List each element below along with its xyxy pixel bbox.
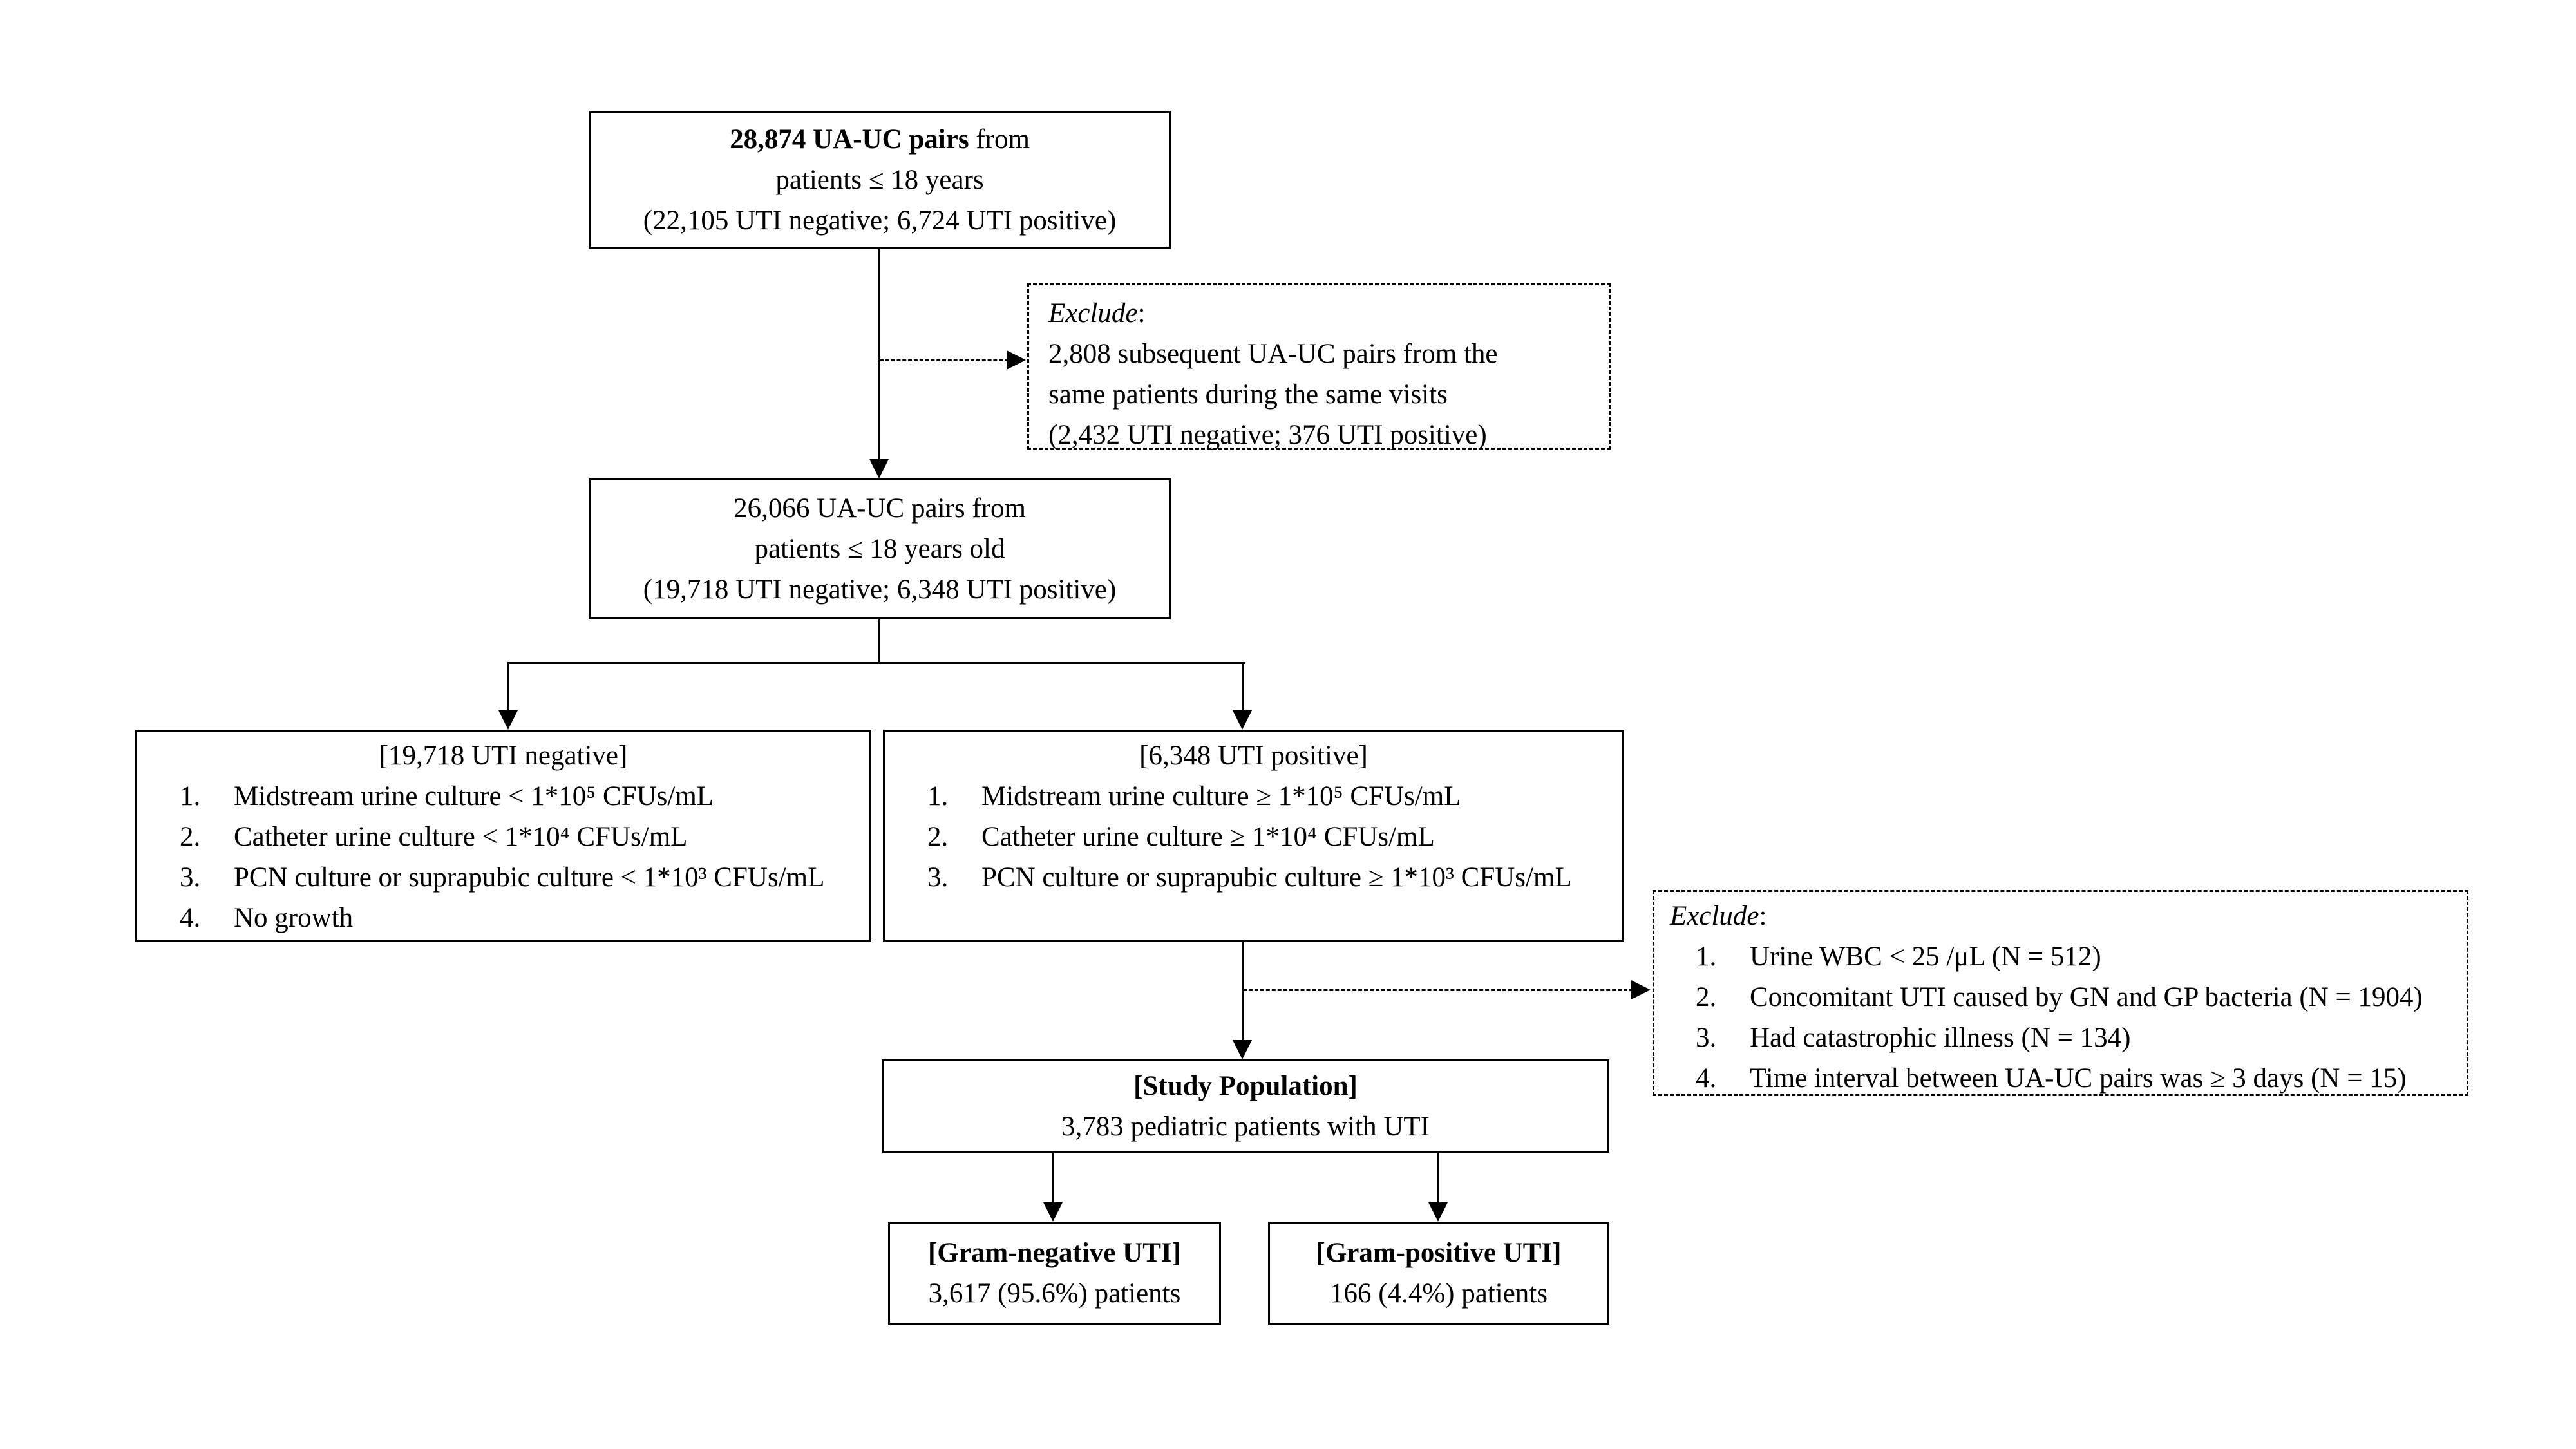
second-box-line1: 26,066 UA-UC pairs from	[734, 493, 1026, 524]
top-box: 28,874 UA-UC pairs from patients ≤ 18 ye…	[589, 111, 1171, 249]
exclude-box-1: Exclude: 2,808 subsequent UA-UC pairs fr…	[1027, 283, 1611, 450]
connector-top-to-second	[878, 249, 880, 461]
uti-positive-box: [6,348 UTI positive] 1. Midstream urine …	[883, 730, 1624, 942]
list-item-text: PCN culture or suprapubic culture ≥ 1*10…	[981, 862, 1572, 893]
top-box-line1: 28,874 UA-UC pairs from	[607, 119, 1152, 160]
list-item-text: Time interval between UA-UC pairs was ≥ …	[1750, 1063, 2407, 1094]
list-item-text: No growth	[234, 903, 354, 933]
uti-negative-box: [19,718 UTI negative] 1. Midstream urine…	[135, 730, 871, 942]
top-box-line1-rest: from	[969, 124, 1030, 155]
list-item-text: Midstream urine culture ≥ 1*10⁵ CFUs/mL	[981, 781, 1461, 811]
list-item: 3. PCN culture or suprapubic culture ≥ 1…	[885, 857, 1622, 898]
list-item: 2. Concomitant UTI caused by GN and GP b…	[1670, 977, 2451, 1018]
gram-positive-subtitle: 166 (4.4%) patients	[1330, 1278, 1548, 1309]
list-item: 4. Time interval between UA-UC pairs was…	[1670, 1058, 2451, 1099]
uti-positive-title: [6,348 UTI positive]	[1139, 741, 1368, 771]
list-item-number: 3.	[927, 862, 949, 893]
list-item-text: Catheter urine culture ≥ 1*10⁴ CFUs/mL	[981, 822, 1435, 852]
exclude-box-1-line3: (2,432 UTI negative; 376 UTI positive)	[1048, 420, 1487, 450]
list-item: 2. Catheter urine culture < 1*10⁴ CFUs/m…	[137, 817, 869, 857]
arrowhead-branch-right	[1233, 710, 1252, 730]
exclude-box-2-label-colon: :	[1759, 901, 1767, 931]
gram-negative-box: [Gram-negative UTI] 3,617 (95.6%) patien…	[888, 1222, 1221, 1325]
list-item: 2. Catheter urine culture ≥ 1*10⁴ CFUs/m…	[885, 817, 1622, 857]
list-item-number: 1.	[927, 781, 949, 811]
list-item: 3. PCN culture or suprapubic culture < 1…	[137, 857, 869, 898]
uti-negative-title: [19,718 UTI negative]	[379, 741, 628, 771]
list-item-number: 2.	[180, 822, 201, 852]
list-item-text: Concomitant UTI caused by GN and GP bact…	[1750, 982, 2423, 1012]
exclude-box-1-line2: same patients during the same visits	[1048, 379, 1448, 410]
connector-second-stem	[878, 619, 880, 664]
arrowhead-to-exclude-1	[1007, 350, 1026, 370]
list-item: 1. Midstream urine culture < 1*10⁵ CFUs/…	[137, 776, 869, 817]
list-item-number: 1.	[1696, 942, 1717, 972]
top-box-line2: patients ≤ 18 years	[775, 164, 984, 195]
study-population-title: [Study Population]	[1133, 1070, 1358, 1101]
exclude-box-2-label: Exclude:	[1670, 896, 2451, 936]
study-population-box: [Study Population] 3,783 pediatric patie…	[882, 1059, 1609, 1153]
connector-study-to-gram-negative	[1052, 1153, 1054, 1204]
connector-branch-bar	[507, 662, 1245, 664]
exclude-box-1-label: Exclude:	[1048, 293, 1589, 334]
list-item: 4. No growth	[137, 898, 869, 938]
arrowhead-to-exclude-2	[1631, 980, 1651, 999]
list-item-number: 1.	[180, 781, 201, 811]
list-item-number: 3.	[1696, 1023, 1717, 1053]
exclude-box-1-label-colon: :	[1137, 298, 1146, 328]
list-item-text: Midstream urine culture < 1*10⁵ CFUs/mL	[234, 781, 714, 811]
list-item-number: 2.	[927, 822, 949, 852]
list-item: 1. Midstream urine culture ≥ 1*10⁵ CFUs/…	[885, 776, 1622, 817]
second-box-line2: patients ≤ 18 years old	[754, 533, 1005, 564]
connector-branch-right	[1242, 662, 1244, 712]
study-population-subtitle: 3,783 pediatric patients with UTI	[1061, 1111, 1430, 1142]
list-item-text: PCN culture or suprapubic culture < 1*10…	[234, 862, 825, 893]
arrowhead-study-to-gram-negative	[1043, 1202, 1063, 1222]
list-item-number: 4.	[1696, 1063, 1717, 1094]
connector-study-to-gram-positive	[1437, 1153, 1439, 1204]
list-item-number: 2.	[1696, 982, 1717, 1012]
arrowhead-positive-to-study	[1233, 1040, 1252, 1059]
second-box-line3: (19,718 UTI negative; 6,348 UTI positive…	[643, 574, 1117, 605]
list-item-number: 3.	[180, 862, 201, 893]
top-box-line3: (22,105 UTI negative; 6,724 UTI positive…	[643, 205, 1117, 236]
exclude-box-1-line1: 2,808 subsequent UA-UC pairs from the	[1048, 339, 1498, 369]
connector-positive-to-study	[1242, 942, 1244, 1040]
list-item: 1. Urine WBC < 25 /μL (N = 512)	[1670, 936, 2451, 977]
arrowhead-top-to-second	[869, 459, 889, 478]
exclude-box-2: Exclude: 1. Urine WBC < 25 /μL (N = 512)…	[1653, 890, 2468, 1096]
gram-negative-title: [Gram-negative UTI]	[928, 1238, 1181, 1268]
list-item: 3. Had catastrophic illness (N = 134)	[1670, 1018, 2451, 1058]
connector-branch-left	[507, 662, 509, 712]
list-item-text: Had catastrophic illness (N = 134)	[1750, 1023, 2131, 1053]
exclude-box-1-label-italic: Exclude	[1048, 298, 1138, 328]
list-item-text: Urine WBC < 25 /μL (N = 512)	[1750, 942, 2101, 972]
gram-positive-box: [Gram-positive UTI] 166 (4.4%) patients	[1268, 1222, 1609, 1325]
second-box: 26,066 UA-UC pairs from patients ≤ 18 ye…	[589, 478, 1171, 619]
list-item-number: 4.	[180, 903, 201, 933]
connector-to-exclude-2	[1243, 989, 1633, 991]
list-item-text: Catheter urine culture < 1*10⁴ CFUs/mL	[234, 822, 688, 852]
gram-negative-subtitle: 3,617 (95.6%) patients	[928, 1278, 1181, 1309]
connector-to-exclude-1	[880, 359, 1009, 361]
top-box-line1-bold: 28,874 UA-UC pairs	[730, 124, 969, 155]
arrowhead-branch-left	[498, 710, 518, 730]
gram-positive-title: [Gram-positive UTI]	[1316, 1238, 1562, 1268]
arrowhead-study-to-gram-positive	[1428, 1202, 1448, 1222]
exclude-box-2-label-italic: Exclude	[1670, 901, 1759, 931]
